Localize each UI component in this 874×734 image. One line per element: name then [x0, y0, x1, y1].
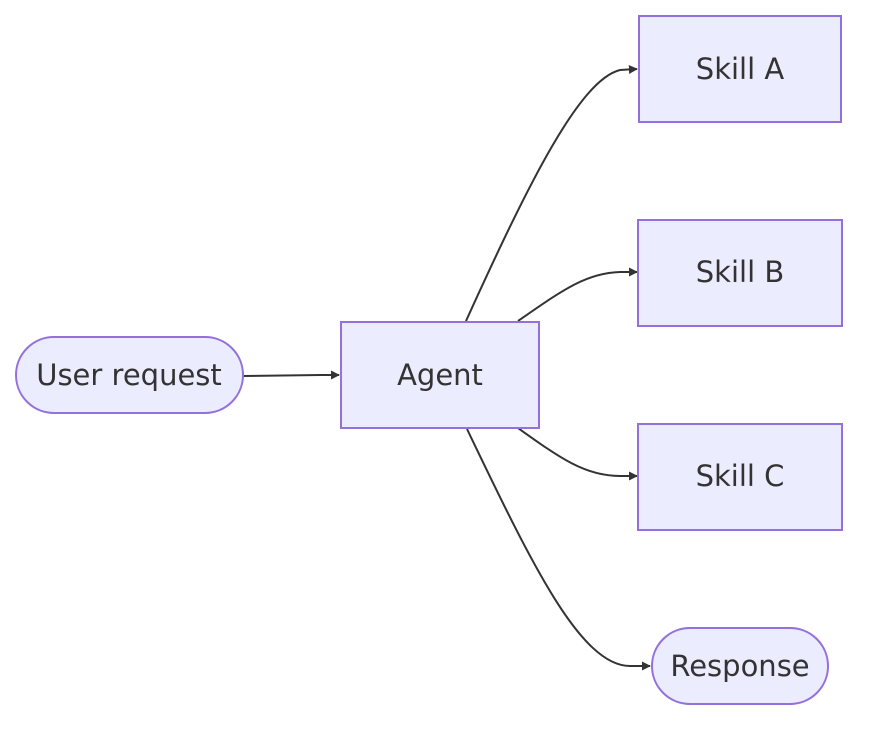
node-skill-a: Skill A	[638, 15, 842, 123]
node-response-label: Response	[670, 649, 809, 683]
edge-agent-to-skill-b	[517, 267, 638, 322]
node-skill-a-shape	[638, 15, 842, 123]
node-skill-c-label: Skill C	[696, 459, 785, 493]
edge-user-request-to-agent	[242, 370, 340, 380]
edge-agent-to-skill-a	[465, 64, 638, 322]
node-skill-b-shape	[637, 219, 843, 327]
node-agent: Agent	[340, 321, 540, 429]
edges	[242, 64, 651, 671]
node-response: Response	[651, 627, 829, 705]
node-user-request-shape	[15, 336, 244, 414]
node-skill-a-label: Skill A	[696, 52, 785, 86]
node-agent-label: Agent	[397, 358, 483, 392]
node-user-request: User request	[15, 336, 244, 414]
edge-agent-to-skill-c	[517, 427, 638, 481]
node-skill-c-shape	[637, 423, 843, 531]
node-skill-b-label: Skill B	[696, 255, 785, 289]
node-skill-c: Skill C	[637, 423, 843, 531]
node-response-shape	[651, 627, 829, 705]
node-agent-shape	[340, 321, 540, 429]
node-skill-b: Skill B	[637, 219, 843, 327]
edge-agent-to-response	[466, 428, 651, 671]
node-user-request-label: User request	[36, 358, 222, 392]
